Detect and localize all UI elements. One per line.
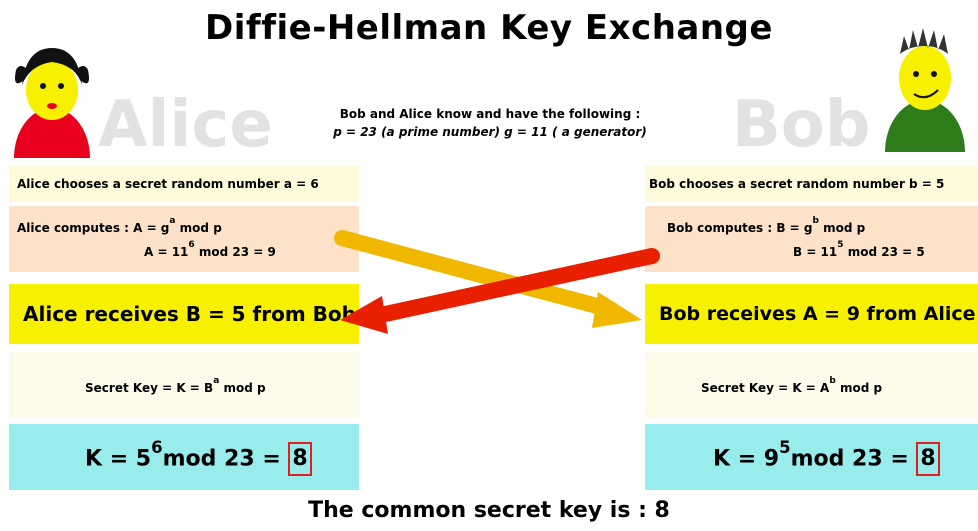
bob-compute-exp: b: [812, 216, 819, 226]
arrow-b-to-alice: [340, 248, 660, 334]
bob-compute-line-1: Bob computes : B = gb mod p: [667, 216, 866, 235]
alice-choose-box: Alice chooses a secret random number a =…: [9, 166, 359, 202]
alice-receives-text: Alice receives B = 5 from Bob: [23, 302, 356, 326]
alice-secret-box: Secret Key = K = Ba mod p: [9, 352, 359, 418]
alice-key-box: K = 56mod 23 = 8: [9, 424, 359, 490]
shared-parameters: Bob and Alice know and have the followin…: [250, 105, 730, 141]
exchange-arrows: [334, 230, 660, 334]
bob-choose-text: Bob chooses a secret random number b = 5: [649, 177, 945, 191]
bob-choose-box: Bob chooses a secret random number b = 5: [645, 166, 978, 202]
bob-name-watermark: Bob: [732, 88, 871, 162]
alice-secret-exp: a: [213, 376, 220, 386]
alice-choose-text: Alice chooses a secret random number a =…: [17, 177, 319, 191]
bob-compute2-base: B = 11: [793, 245, 838, 259]
bob-key-formula: K = 95mod 23 = 8: [713, 438, 940, 477]
bob-key-tail: mod 23 =: [790, 446, 909, 472]
alice-name-watermark: Alice: [98, 88, 273, 162]
alice-compute-box: Alice computes : A = ga mod p A = 116 mo…: [9, 206, 359, 272]
conclusion-text: The common secret key is : 8: [308, 498, 670, 523]
bob-key-box: K = 95mod 23 = 8: [645, 424, 978, 490]
alice-secret-formula: Secret Key = K = Ba mod p: [85, 376, 266, 395]
shared-line-1: Bob and Alice know and have the followin…: [339, 107, 641, 121]
alice-compute-label: Alice computes : A = g: [17, 221, 170, 235]
bob-compute2-tail: mod 23 = 5: [847, 245, 925, 259]
bob-key-base: K = 9: [713, 446, 780, 472]
alice-key-base: K = 5: [85, 446, 152, 472]
bob-compute-box: Bob computes : B = gb mod p B = 115 mod …: [645, 206, 978, 272]
alice-key-formula: K = 56mod 23 = 8: [85, 438, 312, 477]
bob-secret-tail: mod p: [839, 381, 883, 395]
shared-line-2: p = 23 (a prime number) g = 11 ( a gener…: [333, 125, 647, 139]
bob-receives-box: Bob receives A = 9 from Alice: [645, 284, 978, 344]
alice-compute2-tail: mod 23 = 9: [198, 245, 276, 259]
alice-compute2-exp: 6: [188, 240, 195, 250]
alice-compute-line-1: Alice computes : A = ga mod p: [17, 216, 222, 235]
bob-secret-formula: Secret Key = K = Ab mod p: [701, 376, 883, 395]
alice-key-tail: mod 23 =: [162, 446, 281, 472]
bob-compute-label: Bob computes : B = g: [667, 221, 813, 235]
alice-receives-box: Alice receives B = 5 from Bob: [9, 284, 359, 344]
alice-key-exp: 6: [151, 438, 163, 457]
bob-secret-exp: b: [829, 376, 836, 386]
bob-compute-line-2: B = 115 mod 23 = 5: [793, 240, 925, 259]
alice-avatar: [14, 48, 90, 158]
alice-compute-tail: mod p: [179, 221, 222, 235]
alice-compute-line-2: A = 116 mod 23 = 9: [144, 240, 276, 259]
arrow-a-to-bob: [334, 230, 642, 328]
bob-compute-tail: mod p: [823, 221, 866, 235]
bob-receives-text: Bob receives A = 9 from Alice: [659, 303, 976, 325]
alice-key-value: 8: [288, 442, 312, 477]
bob-key-exp: 5: [779, 438, 791, 457]
alice-compute-exp: a: [169, 216, 176, 226]
bob-secret-base: Secret Key = K = A: [701, 381, 830, 395]
page-title: Diffie-Hellman Key Exchange: [205, 8, 773, 48]
bob-avatar: [885, 28, 965, 152]
alice-secret-tail: mod p: [223, 381, 266, 395]
bob-compute2-exp: 5: [837, 240, 844, 250]
alice-secret-base: Secret Key = K = B: [85, 381, 214, 395]
bob-secret-box: Secret Key = K = Ab mod p: [645, 352, 978, 418]
alice-compute2-base: A = 11: [144, 245, 189, 259]
bob-key-value: 8: [916, 442, 940, 477]
